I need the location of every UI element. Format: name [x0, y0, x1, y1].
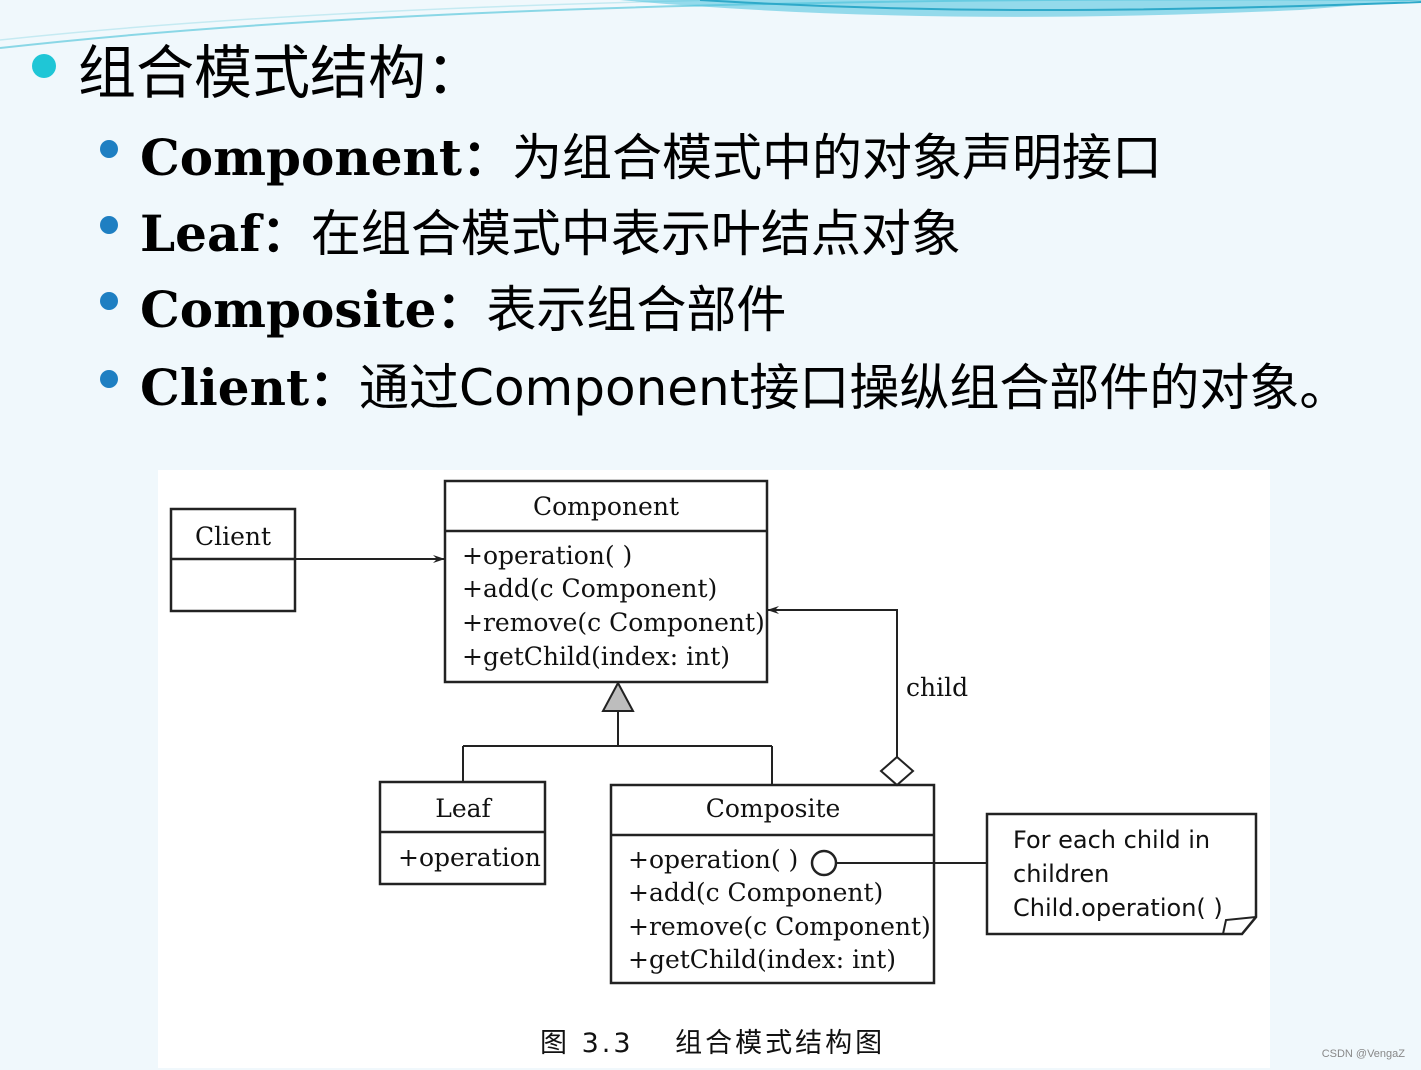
client-class-title: Client [195, 522, 271, 551]
bullet-term: Component： [140, 128, 512, 187]
leaf-class: Leaf +operation [378, 780, 547, 886]
bullet-desc: 通过Component接口操纵组合部件的对象。 [359, 359, 1350, 417]
bullet-item-client: Client：通过Component接口操纵组合部件的对象。 [140, 348, 1349, 420]
composite-class: Composite +operation( ) +add(c Component… [609, 783, 936, 985]
bullet-icon [100, 140, 118, 158]
bullet-desc: 在组合模式中表示叶结点对象 [310, 205, 961, 263]
component-method: +operation( ) [462, 541, 632, 570]
component-class: Component +operation( ) +add(c Component… [443, 479, 769, 684]
bullet-item-composite: Composite：表示组合部件 [140, 270, 786, 342]
figure-caption: 图 3.3 组合模式结构图 [540, 1028, 885, 1059]
component-method: +getChild(index: int) [462, 642, 730, 671]
note-text-line: children [1013, 860, 1109, 888]
aggregation-diamond-icon [879, 755, 915, 787]
composite-method: +add(c Component) [628, 878, 883, 907]
note-box: For each child in children Child.operati… [985, 812, 1258, 936]
bullet-icon [100, 292, 118, 310]
composite-method: +operation( ) [628, 845, 798, 874]
header-decoration [0, 0, 1421, 49]
bullet-term: Client： [140, 358, 360, 417]
watermark-credit: CSDN @VengaZ [1321, 1048, 1405, 1060]
aggregation-connector [767, 606, 915, 787]
generalization-connector [462, 711, 773, 785]
component-method: +remove(c Component) [462, 608, 765, 637]
inheritance-triangle-icon [601, 680, 635, 712]
bullet-desc: 为组合模式中的对象声明接口 [511, 129, 1162, 187]
leaf-method: +operation [398, 843, 541, 872]
composite-method: +getChild(index: int) [628, 945, 896, 974]
bullet-icon [100, 216, 118, 234]
bullet-item-component: Component：为组合模式中的对象声明接口 [140, 118, 1162, 190]
composite-method: +remove(c Component) [628, 912, 931, 941]
bullet-desc: 表示组合部件 [486, 281, 787, 339]
bullet-term: Leaf： [140, 204, 311, 263]
client-class: Client [169, 507, 297, 613]
uml-class-diagram: Client Component +operation( ) +add(c Co… [158, 470, 1270, 1068]
note-link [810, 849, 987, 877]
slide-heading: 组合模式结构： [78, 39, 485, 107]
child-association-label: child [906, 673, 968, 702]
diagram-background [158, 470, 1270, 1068]
bullet-term: Composite： [140, 280, 487, 339]
component-class-title: Component [533, 492, 679, 521]
note-text-line: Child.operation( ) [1013, 894, 1223, 922]
leaf-class-title: Leaf [435, 794, 492, 823]
component-method: +add(c Component) [462, 574, 717, 603]
composite-class-title: Composite [706, 794, 841, 823]
bullet-icon [100, 370, 118, 388]
heading-bullet-icon [32, 54, 56, 78]
note-text-line: For each child in [1013, 826, 1210, 854]
bullet-item-leaf: Leaf：在组合模式中表示叶结点对象 [140, 194, 961, 266]
